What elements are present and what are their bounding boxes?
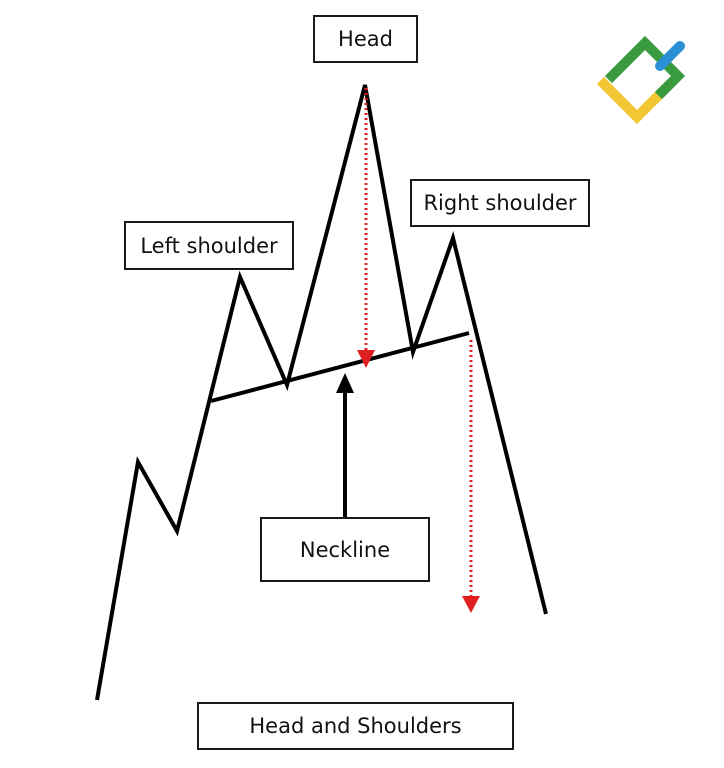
target-arrowhead xyxy=(462,596,480,613)
price-path xyxy=(95,84,548,701)
brand-logo xyxy=(596,35,686,125)
logo-green-stroke xyxy=(604,35,686,100)
neckline-pointer-arrowhead xyxy=(336,373,354,393)
neckline-label: Neckline xyxy=(260,517,430,582)
right-shoulder-label: Right shoulder xyxy=(410,179,590,227)
logo-blue-stroke xyxy=(655,41,685,71)
head-height-arrowhead xyxy=(357,350,375,368)
neckline-line xyxy=(210,331,470,403)
diagram-title: Head and Shoulders xyxy=(197,702,514,750)
left-shoulder-label: Left shoulder xyxy=(124,221,294,270)
head-label: Head xyxy=(313,15,418,63)
